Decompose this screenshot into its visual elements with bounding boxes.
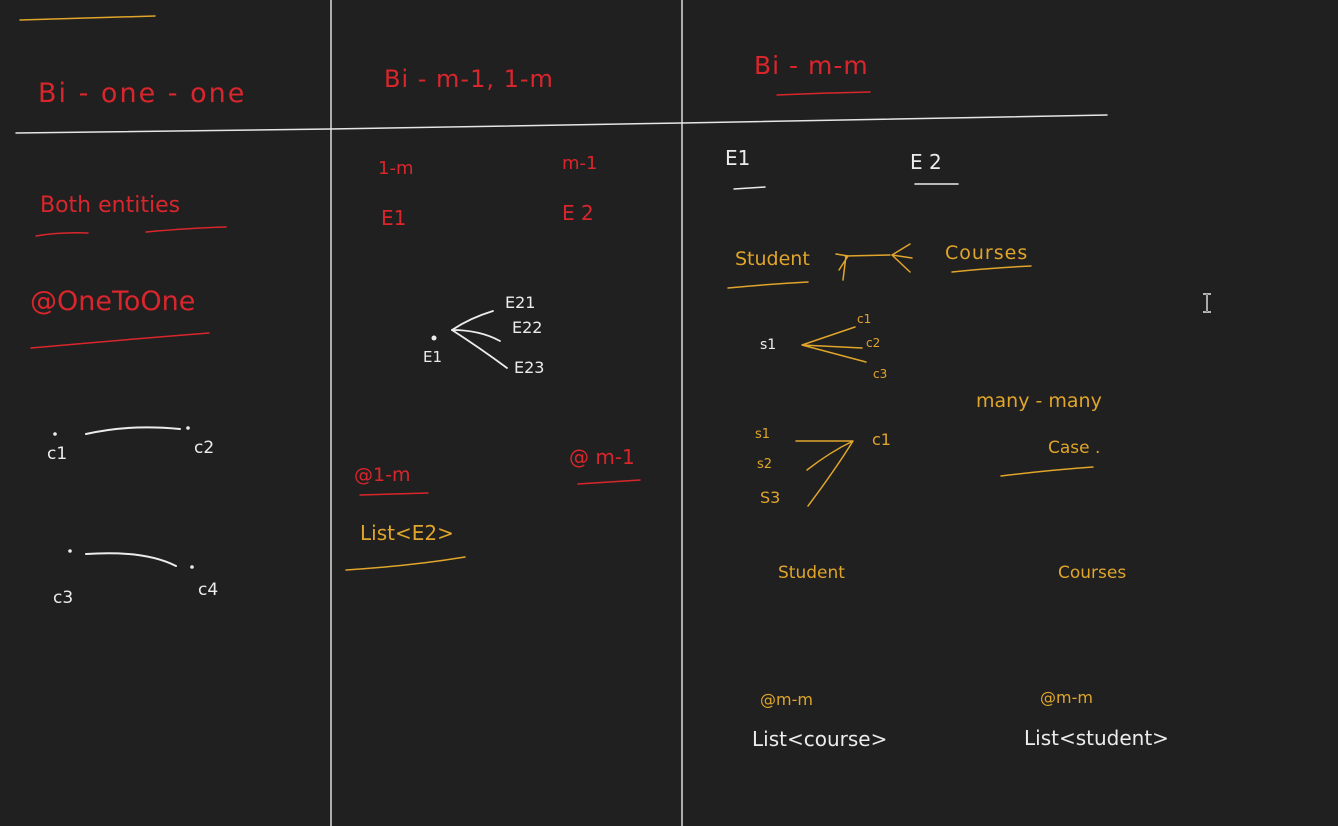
fan-node-e1: E1 [423,348,443,366]
1m-underline [359,492,429,496]
label-c2: c2 [194,438,215,458]
heading-bi-mm: Bi - m-m [754,51,869,80]
c2-small: c2 [866,336,881,350]
courses-underline [951,265,1032,273]
label-e1-white: E1 [725,146,751,170]
mm-crowfoot-right [890,243,913,273]
s1-label: s1 [760,337,777,353]
annotation-m1: @ m-1 [569,445,635,469]
c1-small: c1 [857,312,872,326]
students-to-c1 [795,440,854,507]
label-e2-red: E 2 [562,201,594,225]
label-e1-red: E1 [381,206,407,230]
annotation-1m: @1-m [354,464,411,486]
s1-second-label: s1 [755,427,771,442]
heading-bi-m1-1m: Bi - m-1, 1-m [384,65,554,93]
student-label: Student [735,248,810,270]
list-course-text: List<course> [752,727,888,751]
e1-underline [733,186,766,190]
c3-dot [68,549,72,553]
fan-edge-3 [451,329,508,369]
label-c4: c4 [198,580,219,600]
label-e2-white: E 2 [910,150,942,174]
c3-c4-link [85,552,177,567]
c1-dot [53,432,57,436]
mm-connector-line [844,254,891,257]
label-1-m: 1-m [378,158,414,179]
courses-bottom-label: Courses [1058,563,1127,583]
onetoone-annotation: @OneToOne [30,286,196,317]
student-bottom-label: Student [778,563,845,583]
both-underline-1 [35,232,89,237]
courses-label: Courses [945,242,1029,264]
heading-mm-underline [776,91,871,96]
list-student-text: List<student> [1024,726,1169,750]
both-entities-text: Both entities [40,193,181,218]
list-e2-text: List<E2> [360,521,454,545]
list-e2-underline [345,556,466,571]
c1-target-label: c1 [872,430,891,449]
c1-c2-link [85,426,181,435]
label-c1: c1 [47,444,68,464]
fan-edge-2 [451,329,501,342]
s1-fan [801,326,867,363]
s2-label: s2 [757,457,773,472]
c2-dot [186,426,190,430]
both-underline-2 [145,226,227,233]
case-text: Case . [1048,438,1101,458]
label-c3: c3 [53,588,74,608]
s3-label: S3 [760,488,781,507]
student-underline [727,281,809,289]
c4-dot [190,565,194,569]
many-many-text: many - many [976,390,1102,412]
label-m-1: m-1 [562,153,598,174]
e1-node-dot [431,335,437,341]
top-yellow-underline [19,15,156,21]
mm-crowfoot-left [835,253,849,281]
annotation-mm-right: @m-m [1040,688,1093,707]
heading-bi-one-one: Bi - one - one [38,78,247,109]
fan-edge-1 [451,310,494,331]
onetoone-underline [30,332,210,349]
case-underline [1000,466,1094,477]
text-cursor-icon [1203,293,1211,313]
fan-node-e23: E23 [514,358,545,377]
annotation-mm-left: @m-m [760,690,813,709]
c3-small: c3 [873,367,888,381]
fan-node-e21: E21 [505,293,536,312]
fan-node-e22: E22 [512,318,543,337]
m1-underline [577,479,641,485]
header-divider [15,114,1108,134]
